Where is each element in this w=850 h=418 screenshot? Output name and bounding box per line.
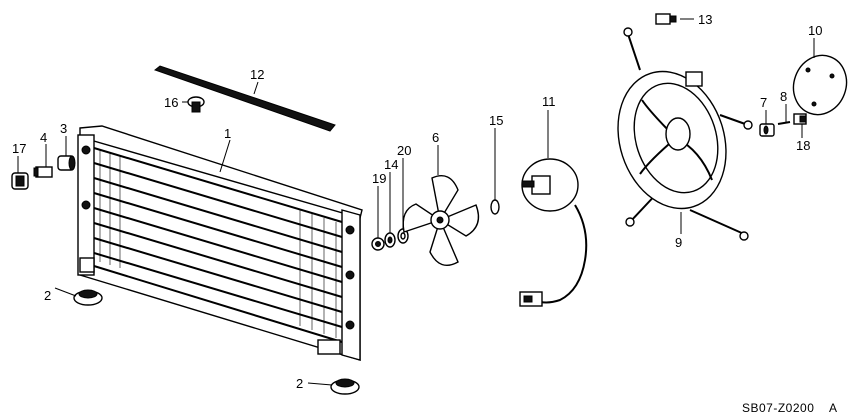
bolt-icon [33,166,53,178]
callout-1: 1 [224,126,231,141]
callout-3: 3 [60,121,67,136]
callout-19: 19 [372,171,386,186]
callout-6: 6 [432,130,439,145]
callout-13: 13 [698,12,712,27]
callout-9: 9 [675,235,682,250]
condenser-icon [77,125,363,361]
callout-14: 14 [384,157,398,172]
washer-icon [397,228,409,244]
rubber-grommet-icon [73,289,103,306]
fan-motor-icon [519,158,588,307]
callout-12: 12 [250,67,264,82]
callout-15: 15 [489,113,503,128]
clip-icon [187,96,205,113]
nut-icon [793,113,807,125]
callout-20: 20 [397,143,411,158]
callout-17: 17 [12,141,26,156]
callout-7: 7 [760,95,767,110]
diagram-code: SB07-Z0200 [742,401,814,415]
rubber-grommet-icon [330,378,360,395]
cap-icon [792,54,848,116]
bolt-icon [777,121,791,125]
callout-10: 10 [808,23,822,38]
callout-4: 4 [40,130,47,145]
washer-icon [490,199,500,215]
callout-2: 2 [44,288,51,303]
callout-11: 11 [542,94,556,109]
fan-shroud-icon [617,27,753,241]
bolt-icon [655,13,677,25]
fan-blade-icon [402,175,480,266]
bushing-icon [57,155,76,171]
cap-icon [11,172,29,190]
nut-icon [371,237,385,251]
callout-16: 16 [164,95,178,110]
washer-icon [384,232,396,248]
diagram-code-suffix: A [829,401,838,415]
callout-2: 2 [296,376,303,391]
callout-8: 8 [780,89,787,104]
seal-strip-icon [153,65,336,132]
callout-18: 18 [796,138,810,153]
bushing-icon [759,123,775,137]
